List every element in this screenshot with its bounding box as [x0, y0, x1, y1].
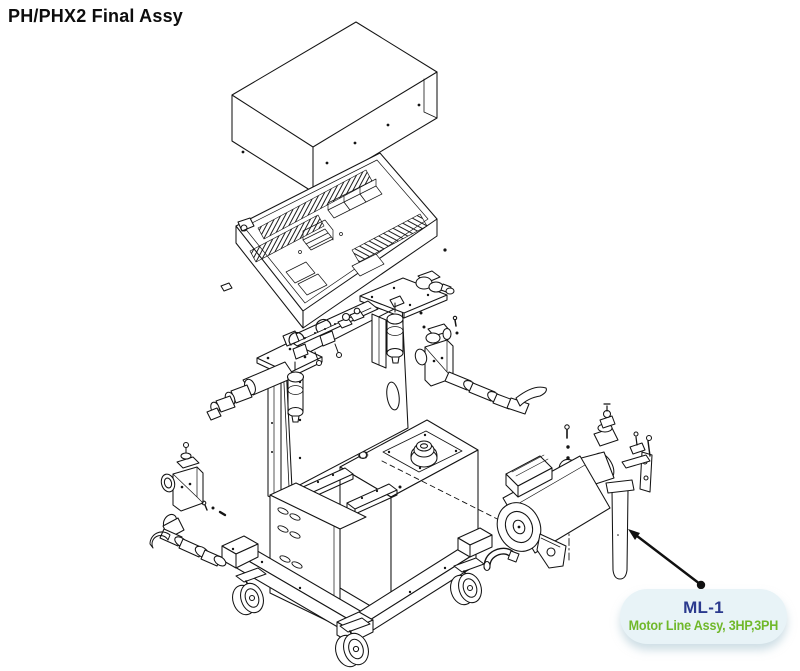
drain-hose [484, 551, 519, 571]
control-box [221, 153, 447, 328]
caster-left [229, 568, 267, 618]
valve-manifold [207, 301, 378, 420]
loose-screws [565, 425, 570, 460]
side-bracket-lever [622, 432, 652, 492]
terminal-box [506, 455, 552, 497]
filter-cartridges [288, 296, 405, 422]
manifold-arm [207, 362, 295, 420]
filler-cap [411, 441, 437, 467]
callout-pill: ML-1 Motor Line Assy, 3HP,3PH [620, 589, 787, 644]
right-hose-assembly [414, 324, 547, 414]
right-bracket [360, 271, 459, 368]
callout-code: ML-1 [683, 598, 724, 618]
elbow-fitting [416, 271, 454, 294]
enclosure-cover [232, 22, 437, 192]
callout-description: Motor Line Assy, 3HP,3PH [628, 617, 779, 633]
motor-foot [537, 534, 566, 568]
loose-screws [419, 311, 459, 335]
loose-screws [202, 501, 225, 515]
caster-front [332, 618, 373, 670]
pump-top-fittings [594, 404, 618, 446]
page-title: PH/PHX2 Final Assy [8, 6, 183, 26]
callout-arrow [628, 529, 706, 590]
caster-right [447, 558, 485, 608]
suction-tube [606, 480, 634, 579]
caster-wheels [229, 558, 485, 670]
motor-pump-assembly [484, 404, 652, 579]
left-hose-assembly [150, 443, 228, 569]
